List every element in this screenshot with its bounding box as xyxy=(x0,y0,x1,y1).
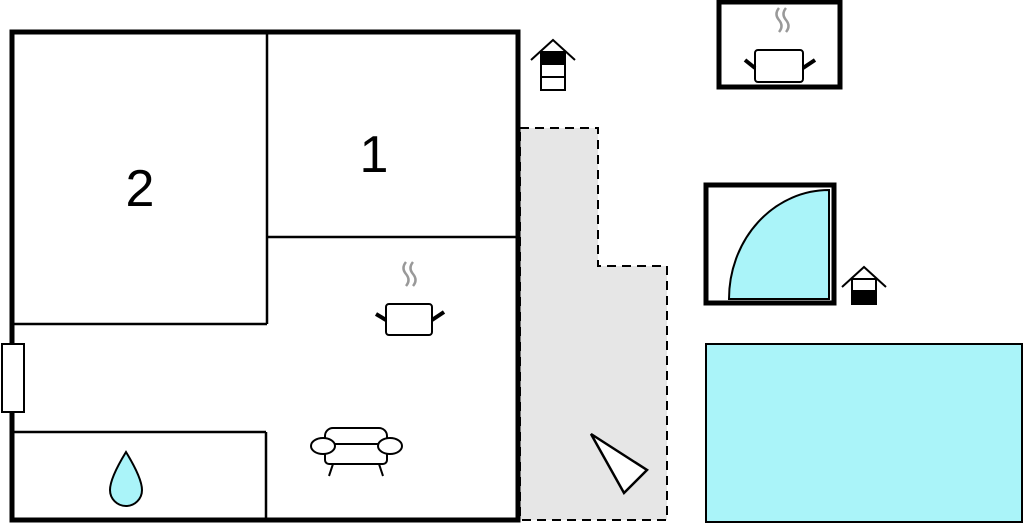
cooking-pot-icon xyxy=(374,261,446,336)
quarter-circle-shower-icon xyxy=(727,188,830,300)
terrace-area xyxy=(519,127,668,521)
room-label-2: 2 xyxy=(126,160,155,218)
room-label-1: 1 xyxy=(360,126,389,184)
water-drop-icon xyxy=(108,450,144,507)
sofa-icon xyxy=(310,427,403,477)
house-floor-icon-2 xyxy=(841,265,887,305)
interior-walls xyxy=(12,32,518,520)
pool-rectangle xyxy=(705,343,1023,523)
outdoor-cooking-pot-icon xyxy=(743,7,817,83)
outdoor-kitchen-box xyxy=(716,0,843,90)
house-floor-icon xyxy=(530,38,576,91)
north-arrow-icon xyxy=(589,432,649,496)
entrance-door xyxy=(1,343,25,413)
